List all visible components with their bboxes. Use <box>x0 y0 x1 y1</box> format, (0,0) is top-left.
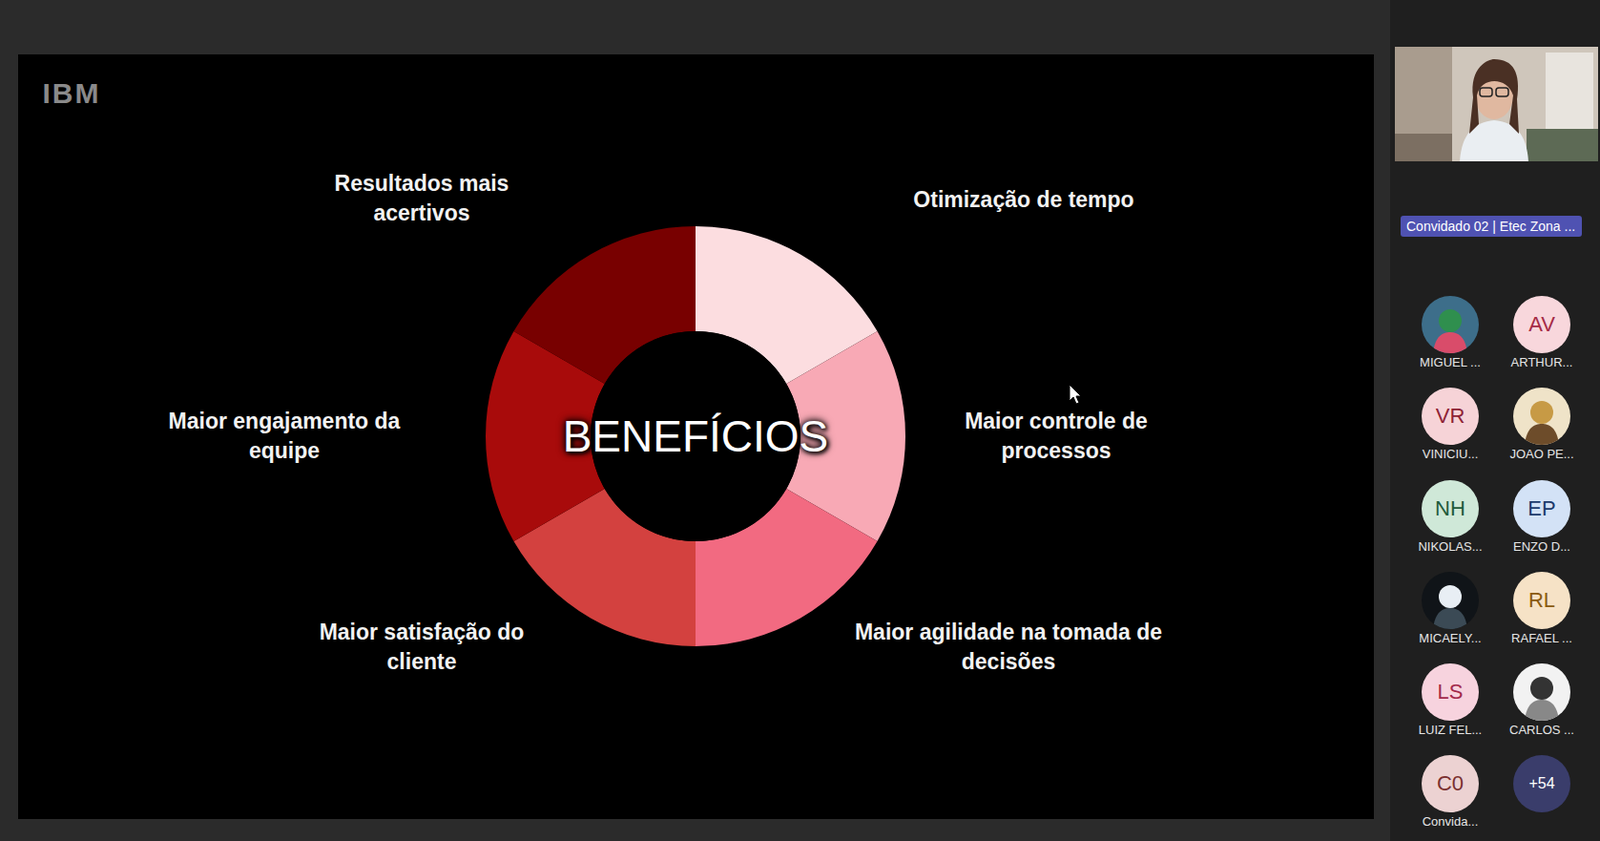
donut-title: BENEFÍCIOS <box>466 410 925 462</box>
participant-avatar: EPENZO D... <box>1513 479 1571 538</box>
participant-name: MICAELY... <box>1400 630 1500 646</box>
participant-avatar: NHNIKOLAS... <box>1421 479 1479 538</box>
benefit-label: Maior satisfação do cliente <box>290 617 554 677</box>
avatar-circle: LS <box>1421 663 1479 721</box>
avatar-circle: RL <box>1513 571 1571 629</box>
participant-name: VINICIU... <box>1400 446 1500 462</box>
participant-avatar: JOAO PE... <box>1513 387 1571 445</box>
participant-name: LUIZ FEL... <box>1400 722 1500 738</box>
avatar-initials: EP <box>1513 479 1571 538</box>
participant-avatar: AVARTHUR... <box>1513 295 1571 354</box>
donut-chart: BENEFÍCIOS <box>485 226 906 646</box>
avatar-initials: AV <box>1513 295 1571 354</box>
avatar-figure <box>1530 400 1554 424</box>
avatar-picture <box>1513 663 1571 721</box>
avatar-figure <box>1524 699 1559 721</box>
avatar-circle: EP <box>1513 479 1571 538</box>
benefit-label: Maior controle de processos <box>941 406 1171 466</box>
avatar-figure <box>1438 584 1462 608</box>
avatar-circle: AV <box>1513 295 1571 354</box>
participant-name: CARLOS ... <box>1492 722 1592 738</box>
benefit-label: Otimização de tempo <box>871 185 1177 215</box>
benefit-label: Resultados mais acertivos <box>311 168 532 229</box>
participant-avatar: C0Convida... <box>1421 754 1479 812</box>
avatar-circle: NH <box>1421 479 1479 538</box>
avatar-figure <box>1438 309 1462 333</box>
participant-name: ARTHUR... <box>1492 354 1592 371</box>
avatar-initials: C0 <box>1421 754 1479 812</box>
avatar-initials: NH <box>1421 479 1479 538</box>
avatar-circle: C0 <box>1421 754 1479 812</box>
participant-name: NIKOLAS... <box>1400 539 1500 555</box>
participant-avatar: LSLUIZ FEL... <box>1421 663 1479 721</box>
participant-avatar: CARLOS ... <box>1513 663 1571 721</box>
participant-avatar: MIGUEL ... <box>1421 295 1479 354</box>
avatar-figure <box>1524 423 1559 445</box>
avatar-circle: +54 <box>1513 754 1571 812</box>
avatar-initials: RL <box>1513 571 1571 629</box>
participant-avatar: VRVINICIU... <box>1421 387 1479 445</box>
avatar-figure <box>1530 676 1554 700</box>
participant-name: JOAO PE... <box>1492 446 1592 462</box>
avatar-picture <box>1421 295 1479 354</box>
benefit-label: Maior engajamento da equipe <box>148 406 421 466</box>
logo-text: IBM <box>14 73 129 113</box>
benefit-label: Maior agilidade na tomada de decisões <box>841 617 1176 677</box>
participant-avatar: MICAELY... <box>1421 571 1479 629</box>
avatar-initials: LS <box>1421 663 1479 721</box>
avatar-circle <box>1513 387 1571 445</box>
participant-name: RAFAEL ... <box>1492 630 1592 646</box>
avatar-circle <box>1421 295 1479 354</box>
participant-avatar: RLRAFAEL ... <box>1513 571 1571 629</box>
avatar-picture <box>1421 571 1479 629</box>
avatar-circle <box>1421 571 1479 629</box>
participant-name: MIGUEL ... <box>1400 354 1500 371</box>
avatar-circle: VR <box>1421 387 1479 445</box>
avatar-figure <box>1433 607 1468 629</box>
avatar-circle <box>1513 663 1571 721</box>
tag-text: Convidado 02 | Etec Zona ... <box>1400 215 1581 237</box>
more-count: +54 <box>1513 754 1571 812</box>
avatar-picture <box>1513 387 1571 445</box>
more-participants: +54 <box>1513 754 1571 812</box>
participant-name: ENZO D... <box>1492 539 1592 555</box>
avatar-initials: VR <box>1421 387 1479 445</box>
avatar-figure <box>1433 332 1468 354</box>
participant-name: Convida... <box>1400 813 1500 830</box>
name-tag: Convidado 02 | Etec Zona ... <box>1400 215 1582 237</box>
